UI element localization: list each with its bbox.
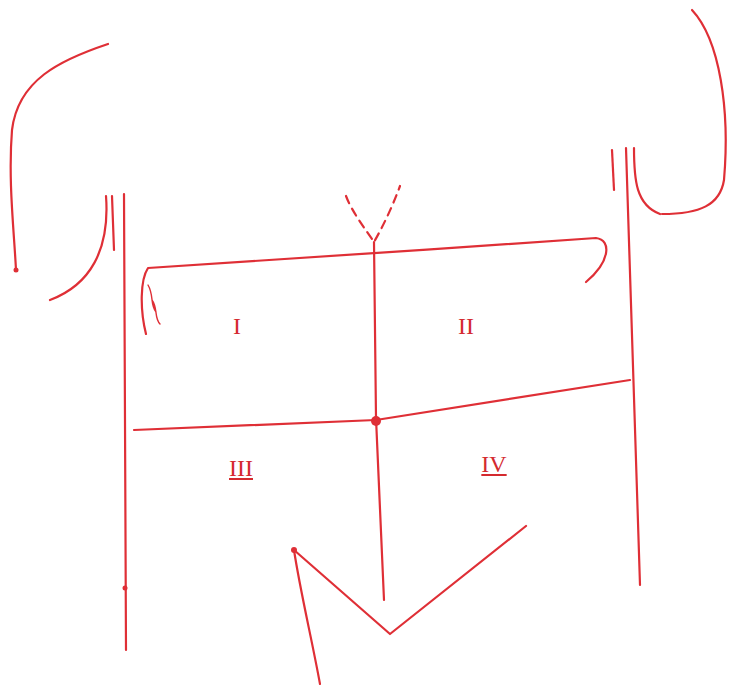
- right-arm-inner: [634, 148, 660, 214]
- rib-hatch: [148, 285, 160, 324]
- umbilicus-dot: [371, 416, 381, 426]
- inguinal-line: [294, 550, 320, 684]
- quadrant-number: IV: [481, 452, 506, 476]
- inguinal-v: [294, 526, 526, 634]
- left-trunk-line: [124, 194, 126, 650]
- xiphoid-mark: [346, 186, 400, 242]
- right-trunk-line: [612, 150, 614, 190]
- stroke-end-dot: [123, 586, 128, 591]
- left-arm-inner: [50, 196, 107, 300]
- quadrant-number: II: [458, 314, 474, 338]
- stroke-end-dot: [14, 268, 19, 273]
- right-arm-outer: [662, 10, 726, 214]
- quadrant-number: I: [233, 314, 241, 338]
- left-arm-outer: [11, 44, 108, 270]
- left-trunk-line: [112, 196, 114, 250]
- right-trunk-line: [626, 148, 640, 585]
- stroke-end-dot: [291, 547, 297, 553]
- quadrant-number: III: [229, 456, 253, 480]
- horizontal-midline: [134, 380, 630, 430]
